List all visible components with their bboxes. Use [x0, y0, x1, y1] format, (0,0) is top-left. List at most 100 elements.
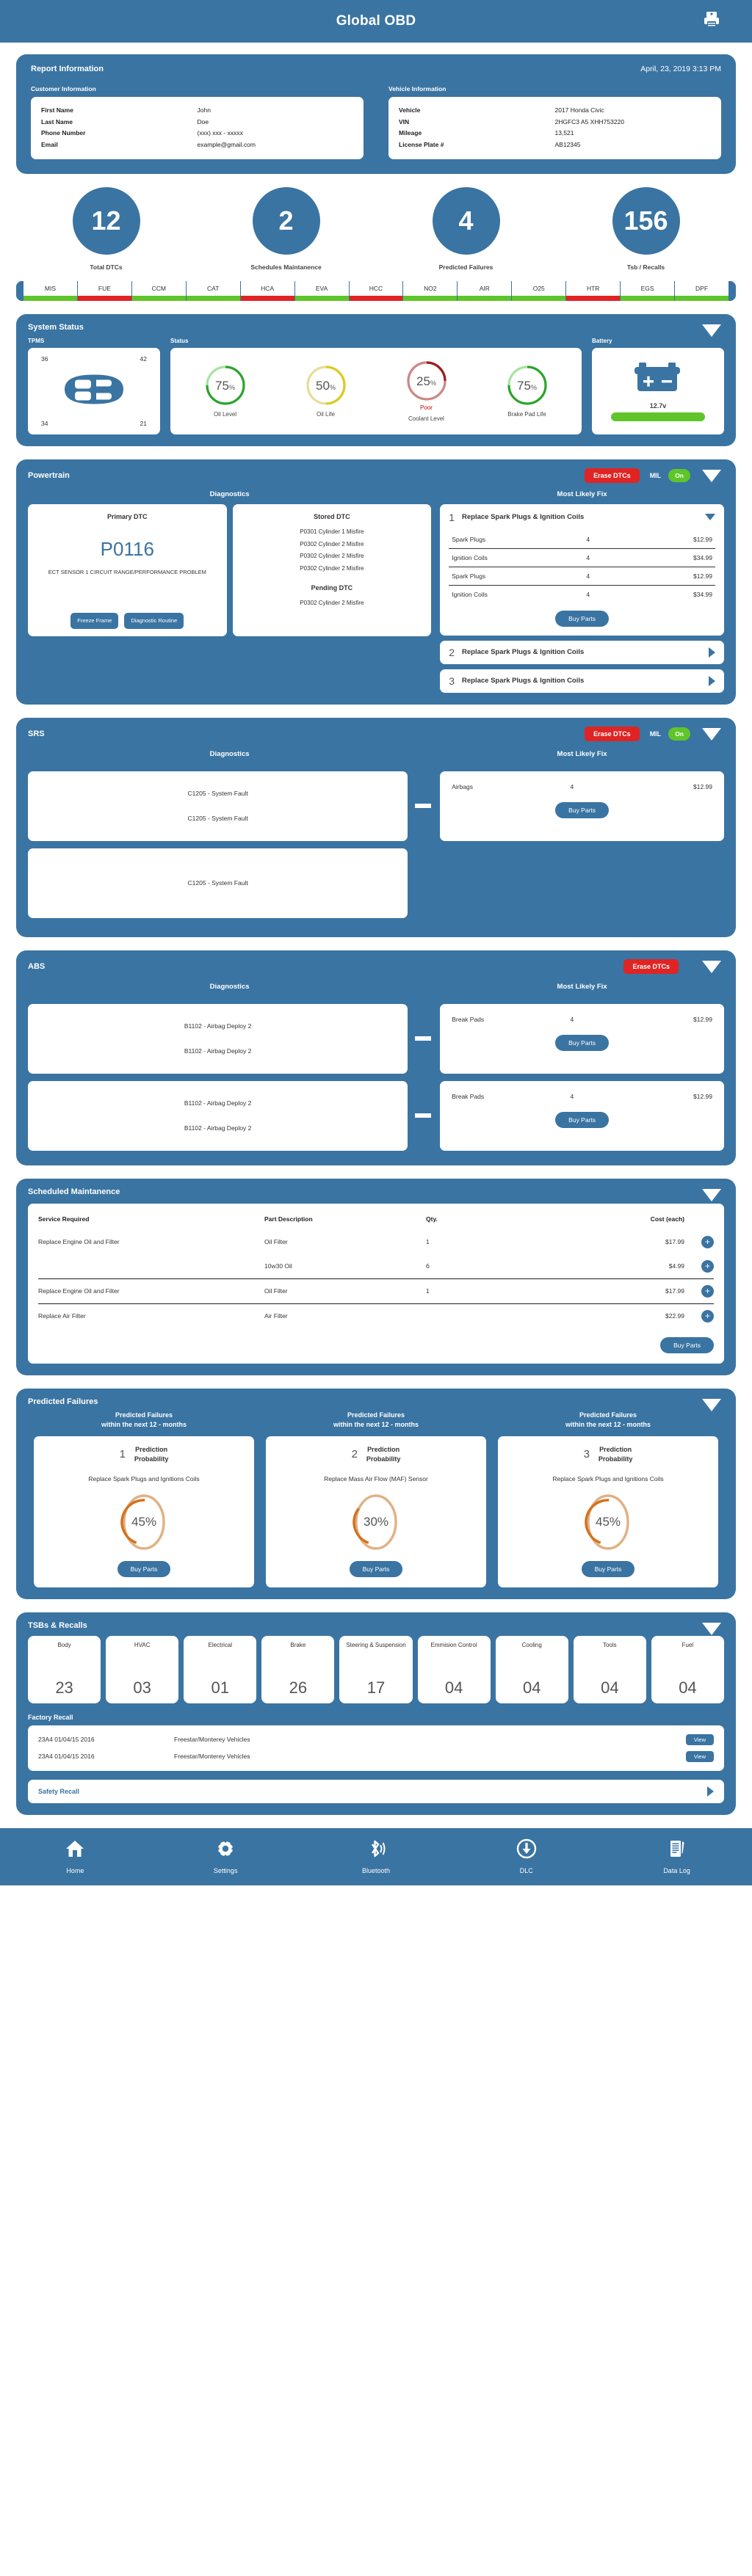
- view-recall-button[interactable]: View: [685, 1733, 714, 1745]
- monitor-status-bar: [240, 295, 294, 301]
- buy-parts-button[interactable]: Buy Parts: [660, 1336, 714, 1353]
- stat-scheduled-maintenance[interactable]: 2 Schedules Maintanence: [196, 186, 376, 271]
- monitor-cell[interactable]: MIS: [24, 280, 78, 301]
- dtc-code-item[interactable]: B1102 - Airbag Deploy 2: [184, 1022, 252, 1030]
- report-header: Report Information April, 23, 2019 3:13 …: [31, 65, 721, 73]
- stored-dtc-item[interactable]: P0301 Cylinder 1 Misfire: [300, 528, 364, 535]
- nav-item-home[interactable]: Home: [0, 1828, 151, 1885]
- col-header-part: Part Description: [264, 1215, 313, 1223]
- dtc-code-item[interactable]: B1102 - Airbag Deploy 2: [184, 1099, 252, 1107]
- pending-dtc-item[interactable]: P0302 Cylinder 2 Misfire: [300, 600, 364, 607]
- chevron-right-icon[interactable]: [707, 1786, 714, 1797]
- monitor-cell[interactable]: HCA: [240, 280, 295, 301]
- recall-id: 23A4 01/04/15 2016: [38, 1753, 95, 1761]
- safety-recall-row[interactable]: Safety Recall: [28, 1779, 724, 1803]
- fix-item-expanded[interactable]: 1 Replace Spark Plugs & Ignition Coils S…: [440, 503, 724, 636]
- dtc-code-item[interactable]: C1205 - System Fault: [187, 815, 248, 823]
- collapse-caret-icon[interactable]: [702, 469, 721, 482]
- safety-recall-label: Safety Recall: [38, 1787, 80, 1795]
- most-likely-fix-heading: Most Likely Fix: [557, 982, 607, 991]
- dtc-code-item[interactable]: C1205 - System Fault: [187, 879, 248, 887]
- monitor-cell[interactable]: HCC: [349, 280, 404, 301]
- add-part-button[interactable]: +: [701, 1235, 714, 1248]
- add-part-button[interactable]: +: [701, 1259, 714, 1273]
- stat-predicted-failures[interactable]: 4 Predicted Failures: [376, 186, 556, 271]
- chevron-right-icon[interactable]: [709, 647, 715, 658]
- stat-tsb-recalls[interactable]: 156 Tsb / Recalls: [556, 186, 736, 271]
- nav-item-bluetooth[interactable]: Bluetooth: [301, 1828, 452, 1885]
- nav-item-data-log[interactable]: Data Log: [601, 1828, 752, 1885]
- collapse-caret-icon[interactable]: [702, 960, 721, 973]
- collapse-caret-icon[interactable]: [702, 324, 721, 337]
- probability-value: 30%: [363, 1514, 389, 1529]
- erase-dtcs-button[interactable]: Erase DTCs: [623, 958, 679, 974]
- monitor-cell[interactable]: CCM: [131, 280, 187, 301]
- monitor-status-bar: [675, 295, 728, 301]
- nav-item-settings[interactable]: Settings: [151, 1828, 301, 1885]
- add-part-button[interactable]: +: [701, 1309, 714, 1322]
- dtc-code-item[interactable]: B1102 - Airbag Deploy 2: [184, 1047, 252, 1055]
- stat-total-dtcs[interactable]: 12 Total DTCs: [16, 186, 196, 271]
- erase-dtcs-button[interactable]: Erase DTCs: [585, 467, 640, 483]
- add-part-button[interactable]: +: [701, 1284, 714, 1298]
- buy-parts-button[interactable]: Buy Parts: [555, 1111, 610, 1128]
- monitor-cell[interactable]: DPF: [675, 281, 728, 301]
- monitor-cell[interactable]: EGS: [621, 280, 676, 301]
- buy-parts-button[interactable]: Buy Parts: [581, 1560, 635, 1577]
- recall-description: Freestar/Monterey Vehicles: [174, 1753, 250, 1761]
- printer-icon[interactable]: [702, 10, 721, 33]
- chevron-down-icon[interactable]: [705, 514, 715, 521]
- collapse-caret-icon[interactable]: [702, 1188, 721, 1201]
- monitor-cell[interactable]: O25: [512, 280, 567, 301]
- freeze-frame-button[interactable]: Freeze Frame: [70, 612, 119, 629]
- stored-dtc-item[interactable]: P0302 Cylinder 2 Misfire: [300, 565, 364, 572]
- monitor-cell[interactable]: EVA: [294, 280, 350, 301]
- chevron-right-icon[interactable]: [709, 675, 715, 686]
- dtc-code-item[interactable]: B1102 - Airbag Deploy 2: [184, 1124, 252, 1132]
- tsb-category-count: 04: [444, 1678, 463, 1697]
- collapse-caret-icon[interactable]: [702, 1398, 721, 1411]
- part-qty: 4: [570, 1015, 574, 1023]
- monitor-cell[interactable]: FUE: [77, 280, 132, 301]
- diagnostic-group: C1205 - System Fault: [28, 848, 724, 918]
- monitor-cell[interactable]: CAT: [186, 280, 241, 301]
- nav-item-dlc[interactable]: DLC: [451, 1828, 601, 1885]
- tsb-category-name: Brake: [290, 1641, 306, 1648]
- stored-dtc-item[interactable]: P0302 Cylinder 2 Misfire: [300, 540, 364, 547]
- monitor-cell[interactable]: NO2: [403, 280, 458, 301]
- erase-dtcs-button[interactable]: Erase DTCs: [585, 726, 640, 741]
- monitor-cell[interactable]: AIR: [458, 280, 513, 301]
- collapse-caret-icon[interactable]: [702, 1622, 721, 1635]
- part-qty: 4: [586, 572, 590, 580]
- view-recall-button[interactable]: View: [685, 1750, 714, 1762]
- monitor-cell[interactable]: HTR: [566, 280, 621, 301]
- fix-item-collapsed[interactable]: 2 Replace Spark Plugs & Ignition Coils: [440, 640, 724, 664]
- buy-parts-button[interactable]: Buy Parts: [555, 1034, 610, 1051]
- dtc-code-item[interactable]: C1205 - System Fault: [187, 790, 248, 798]
- buy-parts-button[interactable]: Buy Parts: [349, 1560, 403, 1577]
- monitor-status-bar: [512, 295, 566, 301]
- buy-parts-button[interactable]: Buy Parts: [555, 610, 610, 627]
- buy-parts-button[interactable]: Buy Parts: [555, 801, 610, 818]
- diagnostic-routine-button[interactable]: Diagnostic Routine: [124, 612, 184, 629]
- buy-parts-button[interactable]: Buy Parts: [117, 1560, 171, 1577]
- dtc-list-box: B1102 - Airbag Deploy 2 B1102 - Airbag De…: [28, 1080, 408, 1151]
- stored-dtc-item[interactable]: P0302 Cylinder 2 Misfire: [300, 553, 364, 560]
- collapse-caret-icon[interactable]: [702, 727, 721, 741]
- fix-item-collapsed[interactable]: 3 Replace Spark Plugs & Ignition Coils: [440, 669, 724, 693]
- field-label: Phone Number: [41, 129, 86, 137]
- tsb-category-count: 03: [133, 1678, 151, 1697]
